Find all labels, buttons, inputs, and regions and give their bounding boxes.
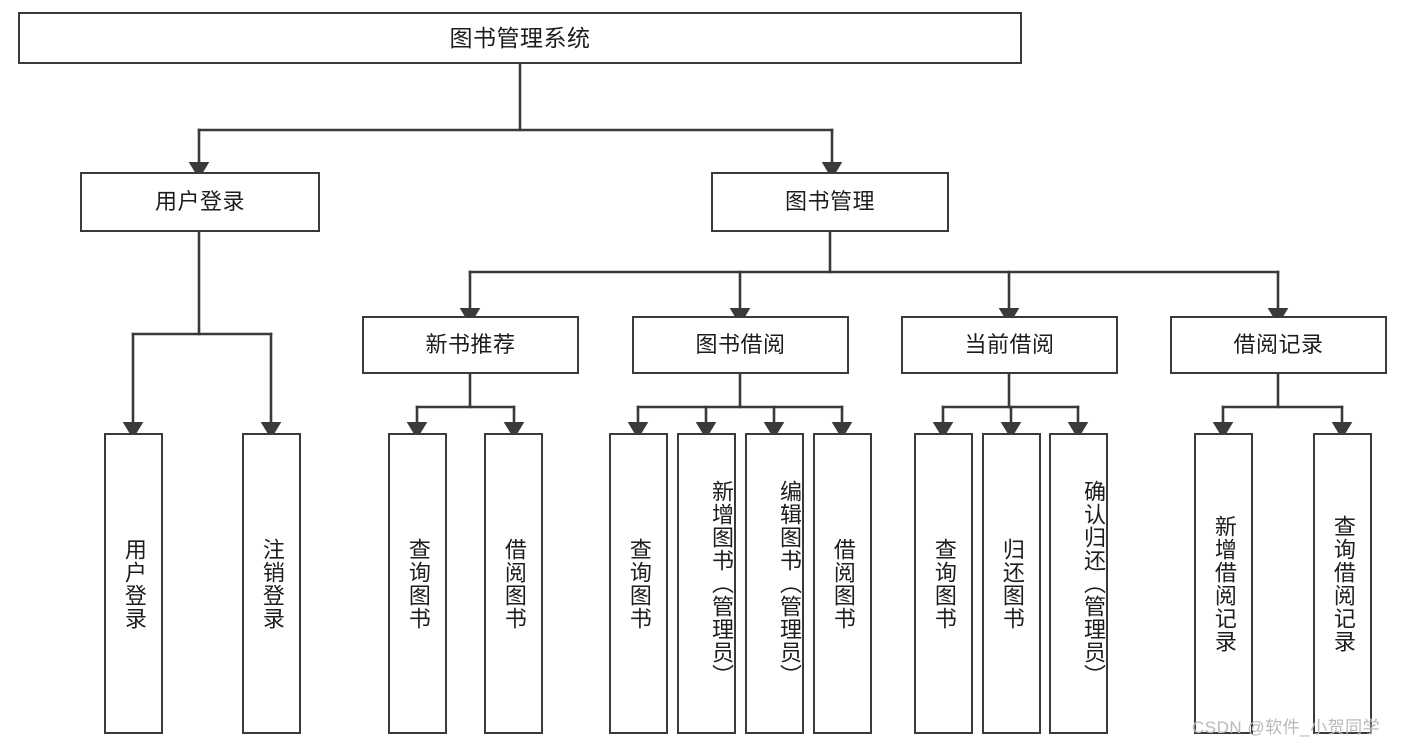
- leaf-add-record[interactable]: 新增借阅记录: [1194, 433, 1253, 734]
- leaf-user-login[interactable]: 用户登录: [104, 433, 163, 734]
- leaf-return-book[interactable]: 归还图书: [982, 433, 1041, 734]
- leaf-confirm-return[interactable]: 确认归还（管理员）: [1049, 433, 1108, 734]
- leaf-user-logout[interactable]: 注销登录: [242, 433, 301, 734]
- node-book-borrow[interactable]: 图书借阅: [632, 316, 849, 374]
- leaf-borrow-book-1[interactable]: 借阅图书: [484, 433, 543, 734]
- leaf-edit-book[interactable]: 编辑图书（管理员）: [745, 433, 804, 734]
- node-user-login[interactable]: 用户登录: [80, 172, 320, 232]
- node-book-manage[interactable]: 图书管理: [711, 172, 949, 232]
- node-current-borrow[interactable]: 当前借阅: [901, 316, 1118, 374]
- leaf-query-book-1[interactable]: 查询图书: [388, 433, 447, 734]
- node-root[interactable]: 图书管理系统: [18, 12, 1022, 64]
- leaf-query-book-2[interactable]: 查询图书: [609, 433, 668, 734]
- leaf-borrow-book-2[interactable]: 借阅图书: [813, 433, 872, 734]
- node-borrow-record[interactable]: 借阅记录: [1170, 316, 1387, 374]
- leaf-query-book-3[interactable]: 查询图书: [914, 433, 973, 734]
- watermark-csdn: CSDN @软件_小贺同学: [1192, 718, 1381, 737]
- node-new-book-recommend[interactable]: 新书推荐: [362, 316, 579, 374]
- leaf-add-book[interactable]: 新增图书（管理员）: [677, 433, 736, 734]
- leaf-query-record[interactable]: 查询借阅记录: [1313, 433, 1372, 734]
